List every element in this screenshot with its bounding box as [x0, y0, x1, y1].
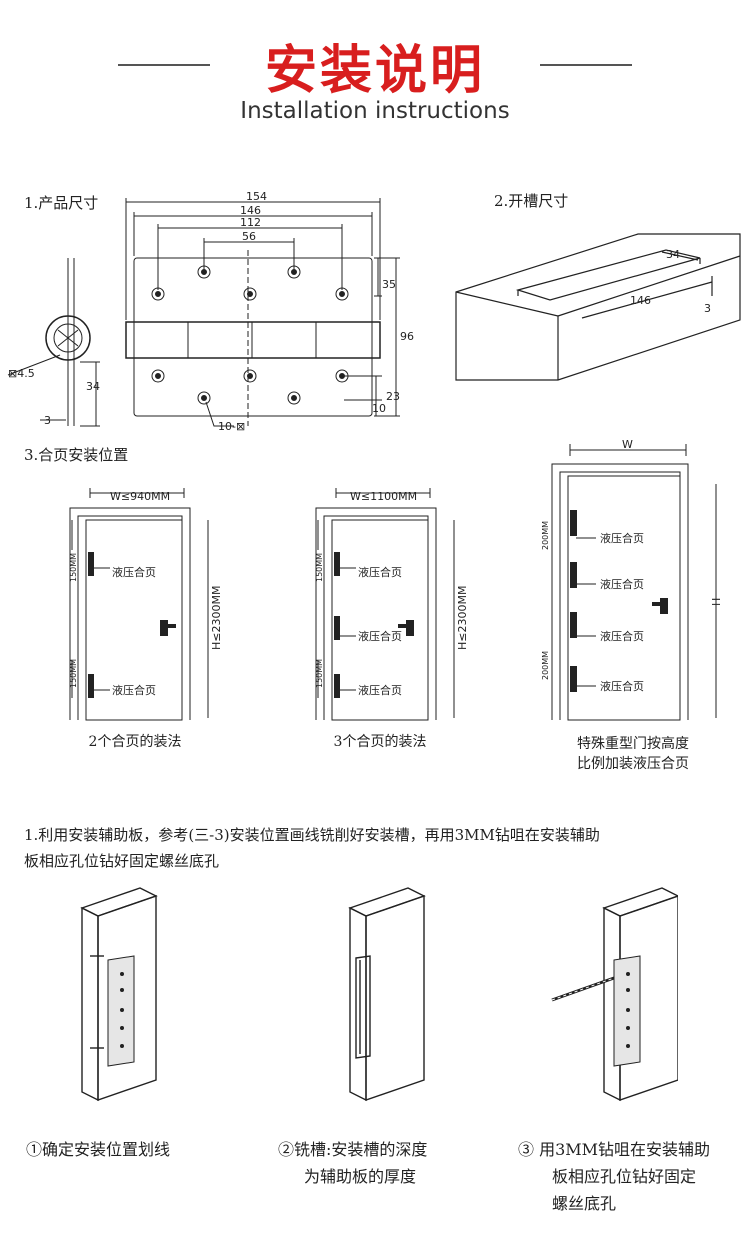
door1-width: W≤940MM: [110, 490, 170, 503]
door2-hinge-middle-label: 液压合页: [358, 629, 402, 643]
page-subtitle: Installation instructions: [240, 98, 510, 124]
door-layout-heavy: W 液压合页 液压合页 液压合页 液压合页 H 200MM 200MM: [541, 440, 723, 721]
door-layout-3-hinges: W≤1100MM 液压合页 液压合页 液压合页 H≤2300MM 150MM 1…: [315, 488, 469, 721]
step3-illustration: [551, 887, 678, 1102]
door1-caption: 2个合页的装法: [88, 734, 182, 750]
slot-depth: 3: [704, 302, 711, 315]
slot-length: 146: [630, 294, 651, 307]
door3-caption-line2: 比例加装液压合页: [577, 756, 689, 772]
door3-height: H: [710, 598, 723, 606]
step3-line2: 板相应孔位钻好固定: [552, 1167, 697, 1186]
page-title: 安装说明: [264, 41, 485, 101]
dim-knuckle: ⊠4.5: [8, 367, 35, 380]
step3-caption: ③ 用3MM钻咀在安装辅助 板相应孔位钻好固定 螺丝底孔: [518, 1136, 746, 1217]
step3-number: ③: [518, 1140, 535, 1159]
dim-23: 23: [386, 390, 400, 403]
step1-illustration: [80, 887, 158, 1102]
step2-illustration: [348, 887, 426, 1102]
door3-caption-line1: 特殊重型门按高度: [577, 736, 689, 752]
dim-screw: 10-⊠: [218, 420, 245, 433]
title-rule-right: [540, 64, 632, 66]
door3-hinge-3-label: 液压合页: [600, 629, 644, 643]
slot-dimension-drawing: 34 146 3: [455, 233, 741, 381]
door2-hinge-bottom-label: 液压合页: [358, 683, 402, 697]
step2-caption: ②铣槽:安装槽的深度 为辅助板的厚度: [278, 1136, 508, 1190]
step2-number: ②: [278, 1140, 295, 1159]
step2-line2: 为辅助板的厚度: [304, 1167, 417, 1186]
section1-label: 1.产品尺寸: [24, 194, 99, 212]
dim-34: 34: [86, 380, 100, 393]
dim-96: 96: [400, 330, 414, 343]
door3-hinge-1-label: 液压合页: [600, 531, 644, 545]
door3-hinge-2-label: 液压合页: [600, 577, 644, 591]
section2-label: 2.开槽尺寸: [494, 192, 569, 210]
dim-35: 35: [382, 278, 396, 291]
step1-caption: ①确定安装位置划线: [26, 1136, 246, 1163]
door2-bottom-offset: 150MM: [315, 659, 324, 688]
door2-top-offset: 150MM: [315, 553, 324, 582]
screw-holes: [151, 265, 349, 405]
step3-line3: 螺丝底孔: [552, 1194, 617, 1213]
step1-line1: 确定安装位置划线: [42, 1140, 171, 1159]
dim-146: 146: [240, 204, 261, 217]
door1-hinge-top-label: 液压合页: [112, 565, 156, 579]
dim-10: 10: [372, 402, 386, 415]
door1-height: H≤2300MM: [210, 586, 223, 650]
step3-line1: 用3MM钻咀在安装辅助: [539, 1140, 711, 1159]
door2-caption: 3个合页的装法: [333, 734, 427, 750]
step1-number: ①: [26, 1140, 43, 1159]
dim-3: 3: [44, 414, 51, 427]
instruction-line-2: 板相应孔位钻好固定螺丝底孔: [24, 852, 220, 870]
door3-hinge-4-label: 液压合页: [600, 679, 644, 693]
door3-top-offset: 200MM: [541, 521, 550, 550]
dim-154: 154: [246, 190, 267, 203]
slot-width: 34: [666, 248, 680, 261]
door2-height: H≤2300MM: [456, 586, 469, 650]
step2-line1: 铣槽:安装槽的深度: [294, 1140, 428, 1159]
title-rule-left: [118, 64, 210, 66]
door1-top-offset: 150MM: [69, 553, 78, 582]
door3-width: W: [622, 440, 633, 451]
instruction-line-1: 1.利用安装辅助板，参考(三-3)安装位置画线铣削好安装槽，再用3MM钻咀在安装…: [24, 826, 600, 844]
dim-112: 112: [240, 216, 261, 229]
dim-56: 56: [242, 230, 256, 243]
section3-label: 3.合页安装位置: [24, 446, 129, 464]
door2-hinge-top-label: 液压合页: [358, 565, 402, 579]
door-layout-2-hinges: W≤940MM 液压合页 液压合页 H≤2300MM 150MM 150MM: [69, 488, 223, 721]
door1-hinge-bottom-label: 液压合页: [112, 683, 156, 697]
product-dimension-drawing: 154 146 112 56 35 96 23 10 34 3 ⊠4.5 10-…: [7, 190, 414, 433]
door3-bottom-offset: 200MM: [541, 651, 550, 680]
door1-bottom-offset: 150MM: [69, 659, 78, 688]
door2-width: W≤1100MM: [350, 490, 417, 503]
